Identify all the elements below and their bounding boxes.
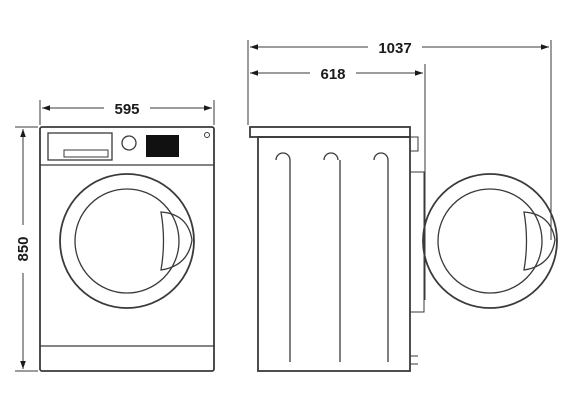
height-label: 850 <box>15 236 32 261</box>
top-cover <box>249 126 411 138</box>
door-glass <box>74 188 180 294</box>
depth-door-open-label: 1037 <box>378 40 411 57</box>
height-dimension: 850 <box>15 126 38 372</box>
side-body-outline <box>257 136 411 372</box>
detergent-drawer <box>47 132 113 161</box>
display-panel <box>146 135 179 157</box>
side-arc-2 <box>323 152 339 161</box>
depth-dimension: 618 <box>250 64 426 300</box>
program-knob-icon <box>121 135 137 151</box>
side-arc-1 <box>275 152 291 161</box>
side-arc-3 <box>373 152 389 161</box>
power-button-icon <box>204 132 210 138</box>
width-dimension: 595 <box>39 100 215 125</box>
door-outer-ring <box>59 173 195 309</box>
drawer-handle <box>63 149 109 158</box>
depth-label: 618 <box>320 66 345 83</box>
door-handle <box>160 211 193 271</box>
depth-door-open-dimension: 1037 <box>247 40 552 240</box>
front-view <box>39 126 215 372</box>
width-label: 595 <box>114 101 139 118</box>
side-door-hinge <box>409 171 425 313</box>
side-view <box>249 126 558 372</box>
side-knob-protrusion <box>409 136 419 152</box>
open-door-glass <box>437 188 543 294</box>
open-door-outer <box>422 173 558 309</box>
front-body-outline <box>39 126 215 372</box>
open-door-handle <box>523 211 556 271</box>
